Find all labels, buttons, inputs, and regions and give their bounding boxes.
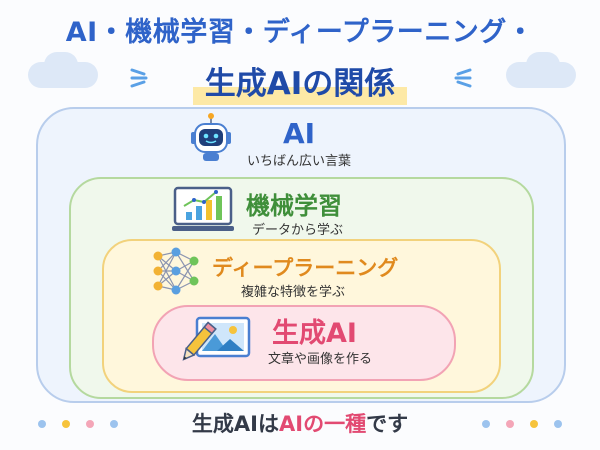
dot-decoration [110,420,118,428]
sparkle-right-icon [454,68,472,88]
dot-decoration [530,420,538,428]
dot-decoration [482,420,490,428]
dot-decoration [86,420,94,428]
ml-layer-title: 機械学習 [246,192,342,220]
footer-caption: 生成AIはAIの一種です [0,408,600,438]
dot-decoration [554,420,562,428]
neural-network-icon [153,247,199,295]
cloud-decoration-right-top [526,52,560,78]
title-line-2: 生成AIの関係 [0,58,600,105]
footer-part-1: 生成AIは [191,412,279,436]
dot-decoration [506,420,514,428]
dl-layer-desc: 複雑な特徴を学ぶ [241,285,346,300]
genai-layer-desc: 文章や画像を作る [268,352,373,367]
ai-layer-title: AI [283,117,316,150]
title-line-2-text: 生成AIの関係 [192,58,408,105]
footer-highlight: AIの一種 [279,412,367,436]
dot-decoration [62,420,70,428]
dl-layer-title: ディープラーニング [212,256,399,280]
pencil-image-icon [182,316,251,361]
title-line-1: AI・機械学習・ディープラーニング・ [65,17,535,48]
ml-layer-desc: データから学ぶ [252,223,344,238]
footer-part-3: です [366,412,409,436]
ai-layer-desc: いちばん広い言葉 [247,154,352,169]
sparkle-left-icon [130,68,148,88]
cloud-decoration-left-top [44,52,78,78]
dot-decoration [38,420,46,428]
genai-layer-title: 生成AI [272,318,357,349]
robot-icon [191,113,231,161]
chart-monitor-icon [172,186,234,231]
